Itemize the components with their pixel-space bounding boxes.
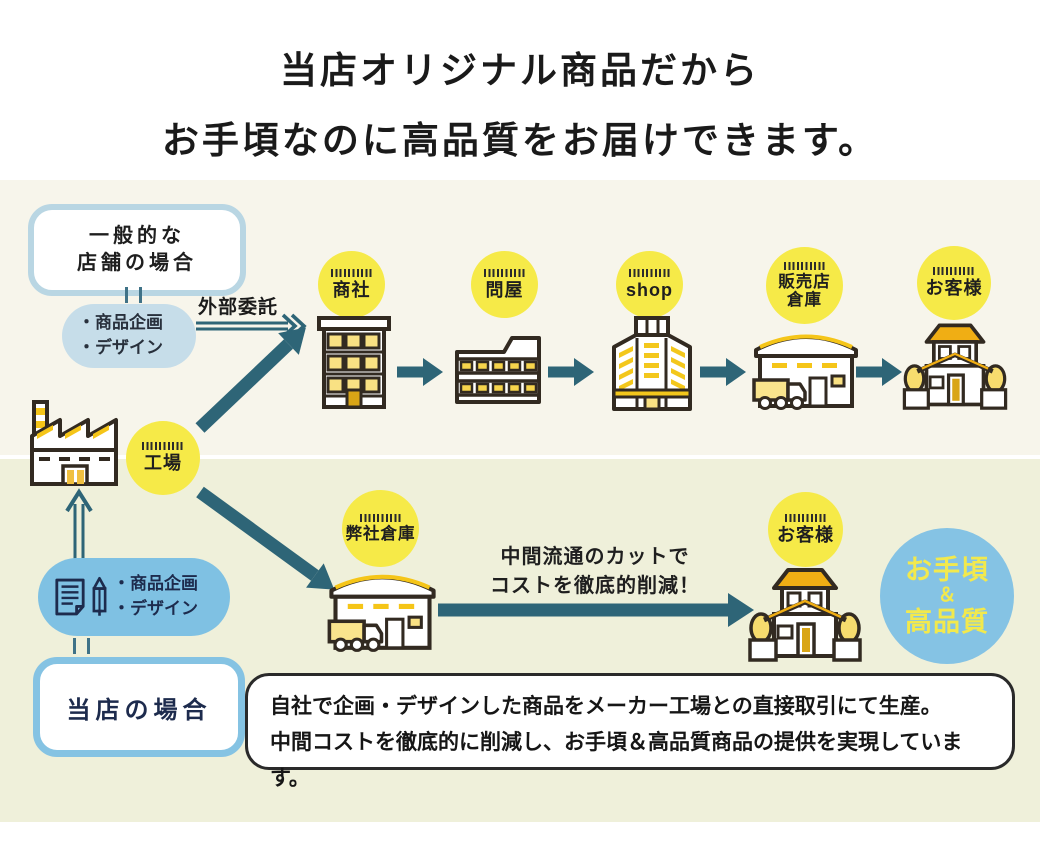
chain-label-shop: shop — [626, 279, 673, 300]
factory-label: 工場 — [144, 453, 182, 474]
general-planning-pill: ・商品企画 ・デザイン — [62, 304, 196, 368]
benefit-badge: お手頃 ＆ 高品質 — [880, 528, 1014, 664]
tick-marks-icon — [784, 513, 827, 522]
footer-note-line1: 自社で企画・デザインした商品をメーカー工場との直接取引にて生産。 — [270, 695, 942, 718]
footer-note-line2: 中間コストを徹底的に削減し、お手頃＆高品質商品の提供を実現しています。 — [270, 731, 963, 791]
direct-flow-arrow-icon — [438, 593, 754, 627]
customer-circle: お客様 — [768, 492, 843, 567]
benefit-line3: 高品質 — [905, 606, 989, 637]
benefit-line1: お手頃 — [905, 555, 989, 586]
chain-label-store-warehouse-line2: 倉庫 — [787, 291, 822, 309]
cost-cut-line1: 中間流通のカットで — [500, 546, 690, 568]
warehouse-truck-icon — [750, 322, 862, 414]
flow-arrow-icon — [548, 357, 594, 387]
planning-item-1: ・商品企画 — [78, 313, 163, 333]
benefit-line2: ＆ — [937, 585, 957, 607]
planning-item-1: ・商品企画 — [113, 574, 198, 594]
cost-cut-text: 中間流通のカットで コストを徹底的削減！ — [455, 543, 735, 601]
outsourcing-double-arrow-icon — [196, 312, 310, 342]
tick-marks-icon — [783, 261, 826, 270]
outsourcing-label: 外部委託 — [198, 297, 279, 318]
flow-arrow-icon — [700, 357, 746, 387]
planning-item-2: ・デザイン — [78, 338, 163, 357]
tick-marks-icon — [359, 513, 402, 522]
factory-icon — [26, 398, 120, 488]
footer-note-box: 自社で企画・デザインした商品をメーカー工場との直接取引にて生産。 中間コストを徹… — [245, 673, 1015, 790]
our-warehouse-label: 弊社倉庫 — [345, 524, 416, 543]
our-warehouse-circle: 弊社倉庫 — [342, 490, 419, 567]
tick-marks-icon — [483, 268, 526, 277]
tick-marks-icon — [330, 268, 373, 277]
tick-marks-icon — [933, 267, 975, 276]
shop-building-icon — [602, 316, 702, 412]
general-case-label-line2: 店舗の場合 — [77, 252, 197, 274]
our-planning-pill: ・商品企画 ・デザイン — [38, 558, 230, 636]
chain-label-wholesaler: 問屋 — [485, 279, 524, 300]
chain-label-trading-company: 商社 — [332, 279, 371, 300]
document-icon — [54, 577, 86, 617]
office-building-icon — [316, 316, 392, 410]
warehouse-truck-icon — [325, 562, 440, 656]
tick-marks-icon — [142, 442, 184, 451]
up-double-arrow-icon — [64, 488, 94, 562]
general-case-box: 一般的な 店舗の場合 — [28, 204, 246, 296]
chain-label-store-warehouse-line1: 販売店 — [778, 272, 831, 291]
chain-node-circle: 販売店 倉庫 — [766, 247, 843, 324]
tick-marks-icon — [628, 268, 671, 277]
page-title-line2: お手頃なのに高品質をお届けできます。 — [161, 120, 879, 161]
customer-house-icon — [748, 562, 862, 662]
general-case-label-line1: 一般的な — [89, 225, 185, 247]
chain-node-circle: 商社 — [318, 251, 385, 318]
chain-node-circle: お客様 — [917, 246, 991, 320]
chain-node-circle: shop — [616, 251, 683, 318]
wholesaler-building-icon — [452, 332, 544, 408]
connector-double-bars — [125, 287, 142, 303]
customer-label: お客様 — [777, 524, 834, 545]
chain-node-circle: 問屋 — [471, 251, 538, 318]
flow-arrow-icon — [856, 357, 902, 387]
planning-item-2: ・デザイン — [113, 599, 198, 618]
customer-house-icon — [902, 318, 1008, 410]
pencil-icon — [92, 576, 107, 618]
chain-label-customer: お客様 — [925, 278, 983, 299]
our-case-label: 当店の場合 — [66, 696, 212, 724]
flow-arrow-icon — [397, 357, 443, 387]
our-case-box: 当店の場合 — [33, 657, 245, 757]
cost-cut-line2: コストを徹底的削減！ — [490, 575, 700, 597]
connector-double-bars — [73, 638, 90, 654]
factory-node-circle: 工場 — [126, 421, 200, 495]
page-title-line1: 当店オリジナル商品だから — [280, 50, 760, 91]
